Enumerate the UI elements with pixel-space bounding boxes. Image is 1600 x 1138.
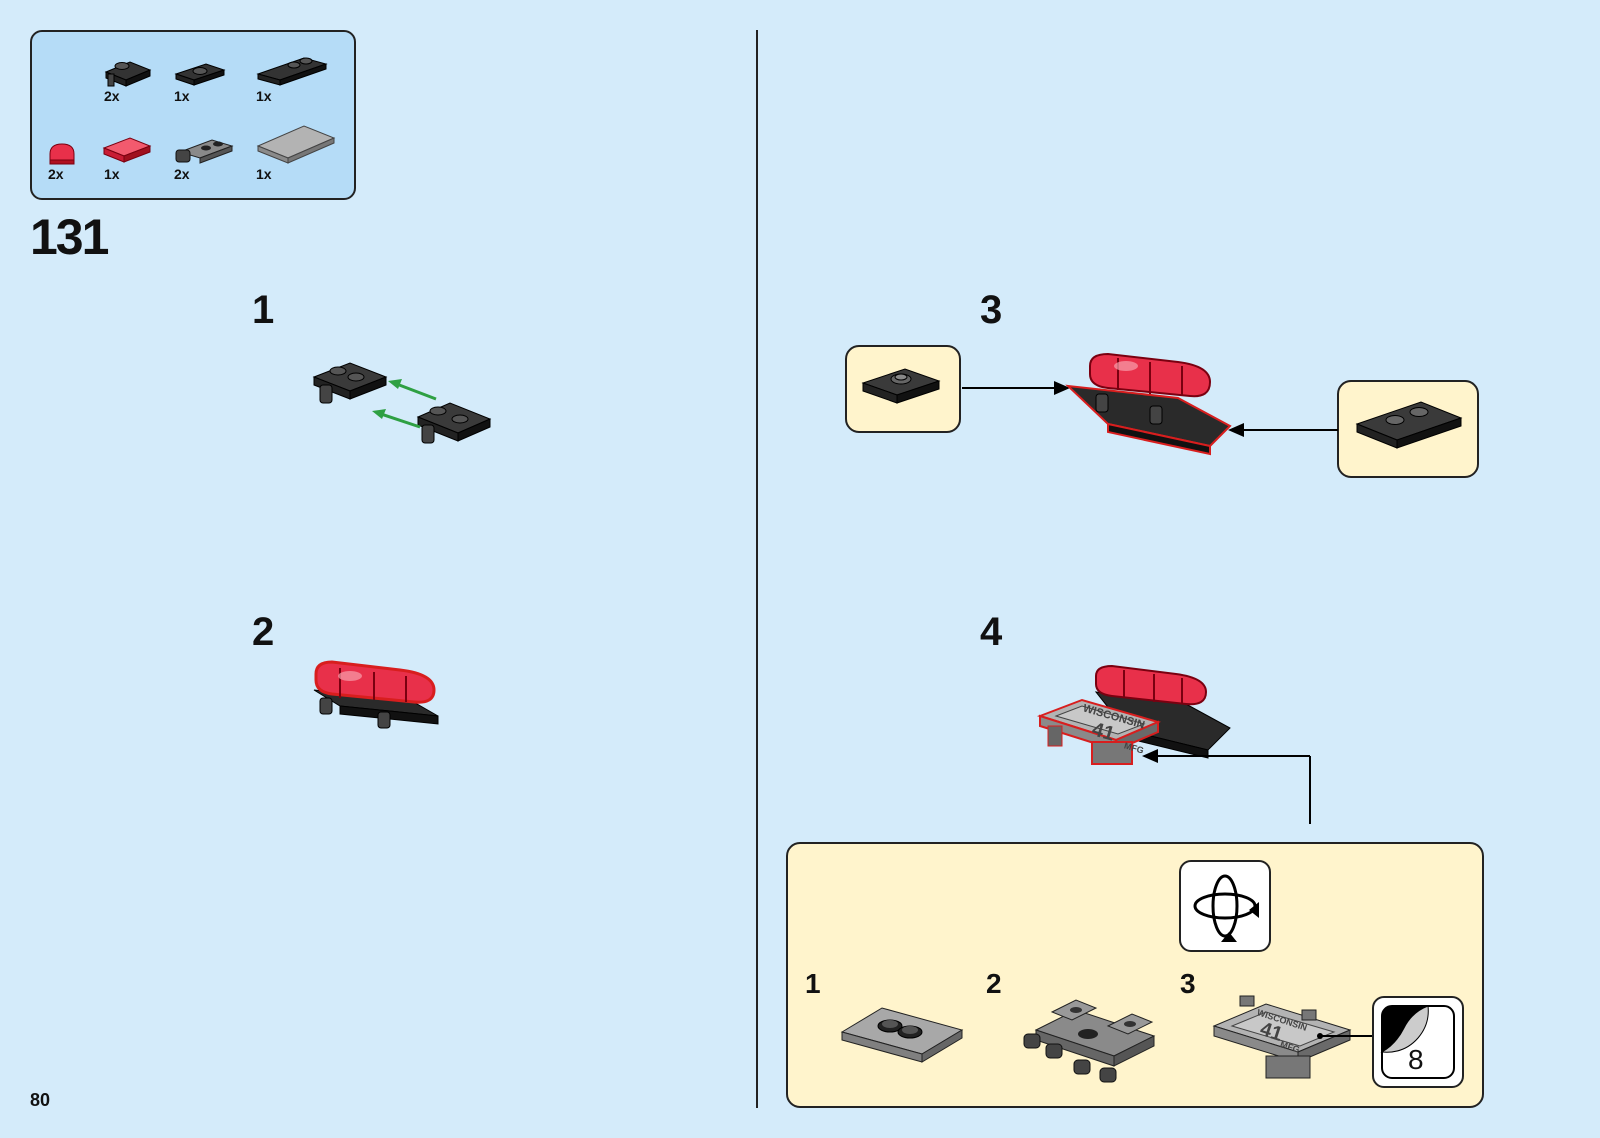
rotate-model-box [1179, 860, 1271, 952]
parts-list-box: 2x 1x 1x 2x 1x 2x 1x [30, 30, 356, 200]
step2-illustration [313, 660, 439, 729]
sub-step1-illustration [840, 1007, 964, 1063]
jumper-plate-icon [861, 368, 941, 404]
step3-illustration [962, 352, 1338, 456]
large-plate-icon [256, 125, 336, 164]
substep-label: 1 [252, 288, 275, 332]
subassembly-step-label: 3 [1180, 968, 1196, 999]
part-qty: 1x [174, 88, 190, 104]
sticker-peel-icon [1380, 1005, 1455, 1079]
step3-callout-right [1337, 380, 1479, 478]
round-tile-icon [49, 143, 75, 165]
plate-clip-icon [104, 61, 152, 87]
step-number: 131 [30, 209, 109, 265]
plate-1x3-icon [1355, 401, 1463, 449]
sticker-reference-box: 8 [1372, 996, 1464, 1088]
part-qty: 2x [48, 166, 64, 182]
plate-1x3-icon [256, 57, 328, 86]
sticker-number: 8 [1408, 1044, 1424, 1075]
sub-step3-illustration [1212, 995, 1372, 1079]
substep-label: 3 [980, 288, 1003, 332]
jumper-plate-icon [174, 63, 226, 86]
subassembly-callout [786, 842, 1484, 1108]
part-qty: 1x [256, 166, 272, 182]
sub-step2-illustration [1023, 999, 1156, 1083]
hinge-plate-icon [175, 139, 234, 164]
subassembly-step-label: 1 [805, 968, 821, 999]
page-number: 80 [30, 1090, 51, 1110]
part-qty: 2x [174, 166, 190, 182]
trans-tile-icon [102, 137, 152, 163]
step4-illustration [1036, 664, 1311, 824]
part-qty: 1x [256, 88, 272, 104]
rotate-icon [1193, 874, 1259, 942]
subassembly-step-label: 2 [986, 968, 1002, 999]
step1-illustration [312, 362, 492, 444]
step3-callout-left [845, 345, 961, 433]
page-divider [756, 30, 758, 1108]
part-qty: 1x [104, 166, 120, 182]
substep-label: 4 [980, 610, 1003, 654]
substep-label: 2 [252, 610, 275, 654]
part-qty: 2x [104, 88, 120, 104]
